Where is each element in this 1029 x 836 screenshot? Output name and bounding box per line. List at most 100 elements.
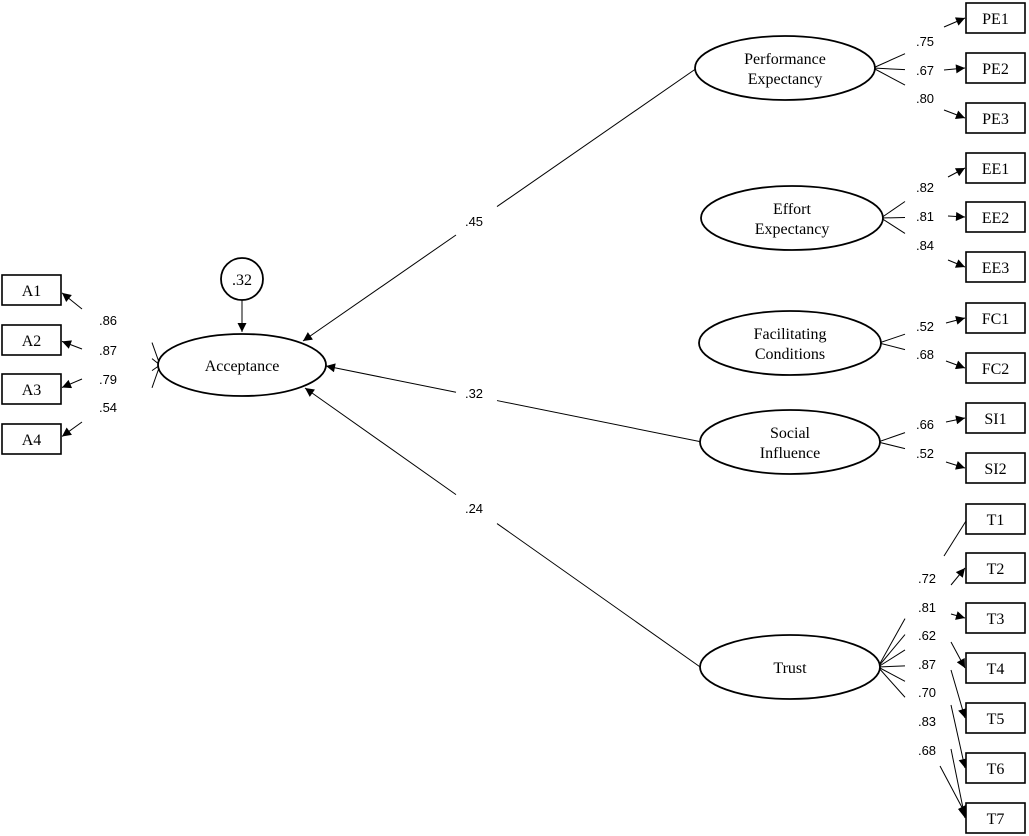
loading-arrow-T3 [950, 611, 966, 620]
indicator-label: SI1 [984, 411, 1006, 428]
loading-arrow-A2 [61, 340, 83, 350]
indicator-A1 [1, 274, 62, 306]
loading-arrow-A4 [61, 421, 83, 437]
path-coef-trust: .24 [465, 501, 483, 516]
indicator-T3 [965, 602, 1026, 634]
indicator-label: EE2 [982, 210, 1010, 227]
loading-T3: .81 [918, 600, 936, 615]
indicator-T2 [965, 552, 1026, 584]
loading-PE3: .80 [916, 91, 934, 106]
loading-arrow-SI2 [945, 460, 966, 470]
loading-arrow-PE3 [943, 109, 966, 120]
indicator-label: A1 [22, 283, 42, 300]
loading-A2: .87 [99, 343, 117, 358]
loading-fan-SI2 [877, 441, 906, 450]
latent-fc-label: Facilitating [754, 326, 827, 343]
indicator-PE3 [965, 102, 1026, 134]
indicator-PE1 [965, 2, 1026, 34]
loading-fan-FC2 [878, 342, 906, 351]
indicator-label: FC2 [982, 361, 1010, 378]
indicator-label: EE3 [982, 260, 1010, 277]
loading-EE3: .84 [916, 238, 934, 253]
indicator-label: PE3 [982, 111, 1009, 128]
indicator-label: A4 [22, 432, 42, 449]
loading-arrow-T7-long [939, 765, 967, 816]
loading-arrow-SI1 [945, 415, 966, 425]
loading-arrow-T6 [950, 704, 968, 769]
indicator-A3 [1, 373, 62, 405]
indicator-T5 [965, 702, 1026, 734]
indicator-label: FC1 [982, 311, 1010, 328]
loading-arrow-PE1 [943, 17, 966, 28]
indicator-label: T3 [987, 611, 1005, 628]
loading-fan-PE3 [872, 67, 906, 86]
indicator-label: SI2 [984, 461, 1006, 478]
loading-arrow-EE3 [947, 259, 966, 268]
loading-FC2: .68 [916, 347, 934, 362]
path-line-si [496, 400, 703, 443]
indicator-label: T5 [987, 711, 1005, 728]
r-squared-circle [220, 257, 264, 301]
loading-fan-T4 [877, 649, 906, 668]
indicator-EE2 [965, 201, 1026, 233]
loading-fan-PE2 [872, 67, 906, 71]
latent-pe [694, 35, 876, 101]
loading-SI2: .52 [916, 446, 934, 461]
latent-pe-label: Performance [744, 51, 826, 68]
indicator-label: PE2 [982, 61, 1009, 78]
loading-PE1: .75 [916, 34, 934, 49]
loading-arrow-T1 [943, 520, 967, 557]
loading-arrow-T5 [950, 669, 967, 719]
indicator-T4 [965, 652, 1026, 684]
latent-pe-label: Expectancy [748, 71, 823, 88]
indicator-label: T4 [987, 661, 1005, 678]
latent-acceptance-label: Acceptance [205, 358, 280, 375]
latent-ee-label: Expectancy [755, 221, 830, 238]
indicator-label: T2 [987, 561, 1005, 578]
loading-arrow-EE1 [947, 167, 966, 178]
latent-fc [698, 310, 882, 376]
loading-fan-EE1 [880, 201, 906, 219]
indicator-label: A3 [22, 382, 42, 399]
indicator-label: T1 [987, 512, 1005, 529]
loading-SI1: .66 [916, 417, 934, 432]
loading-A3: .79 [99, 372, 117, 387]
indicator-label: PE1 [982, 11, 1009, 28]
indicator-A2 [1, 324, 62, 356]
latent-acceptance [157, 333, 327, 397]
loading-arrow-T4 [950, 641, 966, 669]
loading-fan-SI1 [877, 432, 906, 443]
loading-fan-T7 [877, 666, 906, 698]
latent-ee [700, 185, 884, 251]
loading-T7: .83 [918, 714, 936, 729]
path-arrow-pe [302, 234, 457, 342]
loading-arrow-EE2 [947, 211, 966, 221]
indicator-EE3 [965, 251, 1026, 283]
path-coef-pe: .45 [465, 214, 483, 229]
loading-fan-T2 [877, 618, 906, 668]
indicator-T7 [965, 802, 1026, 834]
loading-A1: .86 [99, 313, 117, 328]
loading-PE2: .67 [916, 63, 934, 78]
loading-T2: .72 [918, 571, 936, 586]
indicator-label: T7 [987, 811, 1005, 828]
loading-EE2: .81 [916, 209, 934, 224]
loading-extra: .68 [918, 743, 936, 758]
loading-fan-T5 [877, 665, 906, 668]
loading-A4: .54 [99, 400, 117, 415]
loading-fan-EE2 [880, 216, 906, 219]
loading-arrow-A1 [61, 292, 83, 310]
path-coef-si: .32 [465, 386, 483, 401]
indicator-label: A2 [22, 333, 42, 350]
loading-FC1: .52 [916, 319, 934, 334]
indicator-label: T6 [987, 761, 1005, 778]
indicator-PE2 [965, 52, 1026, 84]
latent-si [699, 409, 881, 475]
indicator-EE1 [965, 152, 1026, 184]
loading-arrow-A3 [61, 378, 83, 389]
loading-fan-PE1 [872, 53, 906, 69]
labels: .45.32.24.86.87.79.54.75.67.80.82.81.84.… [99, 34, 936, 758]
indicator-T6 [965, 752, 1026, 784]
loading-T5: .87 [918, 657, 936, 672]
